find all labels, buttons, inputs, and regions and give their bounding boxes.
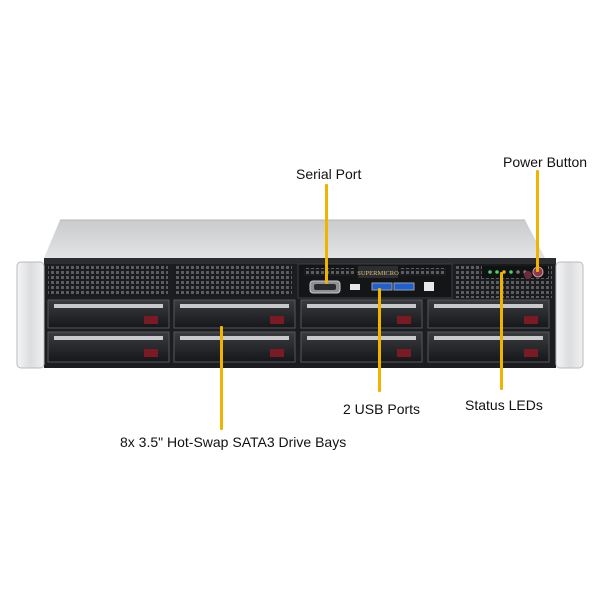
front-vent-mid: [174, 266, 292, 296]
serial-port-callout-line: [325, 184, 328, 284]
drive-bay: [300, 299, 423, 329]
status-leds-callout-line: [500, 272, 503, 390]
status-led-row: [488, 270, 527, 274]
usb-port-2: [393, 282, 415, 291]
power-button-callout-line: [536, 170, 539, 272]
drive-bay: [427, 299, 550, 329]
drive-bay: [427, 331, 550, 363]
drive-bay: [300, 331, 423, 363]
usb-ports-callout-line: [378, 288, 381, 392]
front-vent-left: [48, 266, 168, 296]
brand-plate: [358, 266, 398, 278]
left-rack-ear: [16, 261, 45, 369]
drive-bays-callout-line: [220, 326, 223, 430]
drive-bay: [47, 299, 170, 329]
right-rack-ear: [555, 261, 584, 369]
drive-bays-label: 8x 3.5" Hot-Swap SATA3 Drive Bays: [120, 434, 347, 450]
drive-bay: [173, 299, 296, 329]
drive-bays: [47, 299, 550, 363]
power-button-label: Power Button: [503, 154, 588, 170]
drive-bay: [47, 331, 170, 363]
usb-ports-label: 2 USB Ports: [343, 401, 421, 417]
brand-logo: SUPERMICRO: [357, 270, 399, 277]
chassis-top: [44, 220, 545, 258]
drive-bay: [173, 331, 296, 363]
serial-port-label: Serial Port: [296, 166, 362, 182]
usb-port-1: [371, 282, 393, 291]
status-leds-label: Status LEDs: [465, 397, 543, 413]
